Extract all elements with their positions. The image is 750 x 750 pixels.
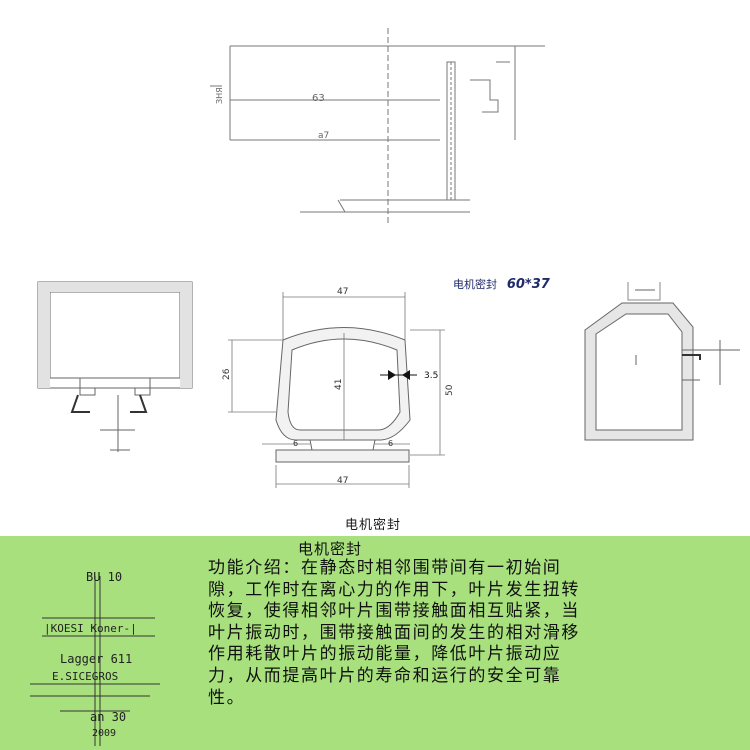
dim-bottom-width: 47 [337, 476, 348, 486]
center-profile [228, 292, 445, 488]
sketch-label-5: an 30 [90, 710, 127, 724]
left-profile [37, 281, 193, 452]
sketch-label-3: Lagger 611 [60, 652, 133, 666]
dim-thickness: 3.5 [424, 371, 438, 381]
sketch-label-6: 2009 [92, 728, 117, 739]
dim-label-b: a7 [318, 131, 329, 141]
section-title: 电机密封 [298, 540, 363, 558]
dim-left-height: 26 [222, 368, 232, 380]
sketch-label-4: E.SICEGROS [52, 670, 119, 683]
product-annotation: 电机密封 60*37 [453, 276, 550, 292]
sketch-drawing [30, 576, 160, 746]
dim-foot-left: 6 [293, 439, 298, 448]
sketch-label-1: BU 10 [86, 570, 123, 584]
dim-top-width: 47 [337, 287, 348, 297]
dim-inner-height: 41 [334, 379, 344, 390]
sketch-label-2: |KOESI Koner-| [44, 622, 137, 635]
right-profile [584, 282, 740, 441]
technical-drawing: ЗНЯ 63 a7 [37, 28, 740, 488]
drawing-caption: 电机密封 [345, 518, 402, 533]
top-blueprint [210, 28, 545, 225]
svg-text:ЗНЯ: ЗНЯ [215, 87, 224, 104]
annotation-name: 电机密封 [453, 278, 497, 291]
dim-foot-right: 6 [388, 439, 393, 448]
dim-right-height: 50 [445, 384, 455, 396]
annotation-size: 60*37 [506, 277, 550, 292]
function-description: 功能介绍：在静态时相邻围带间有一初始间隙，工作时在离心力的作用下，叶片发生扭转恢… [208, 558, 580, 708]
description-panel: BU 10 |KOESI Koner-| Lagger 611 E.SICEGR… [0, 536, 750, 750]
technical-drawing-area: ЗНЯ 63 a7 [37, 28, 740, 533]
dim-label-a: 63 [312, 93, 325, 104]
